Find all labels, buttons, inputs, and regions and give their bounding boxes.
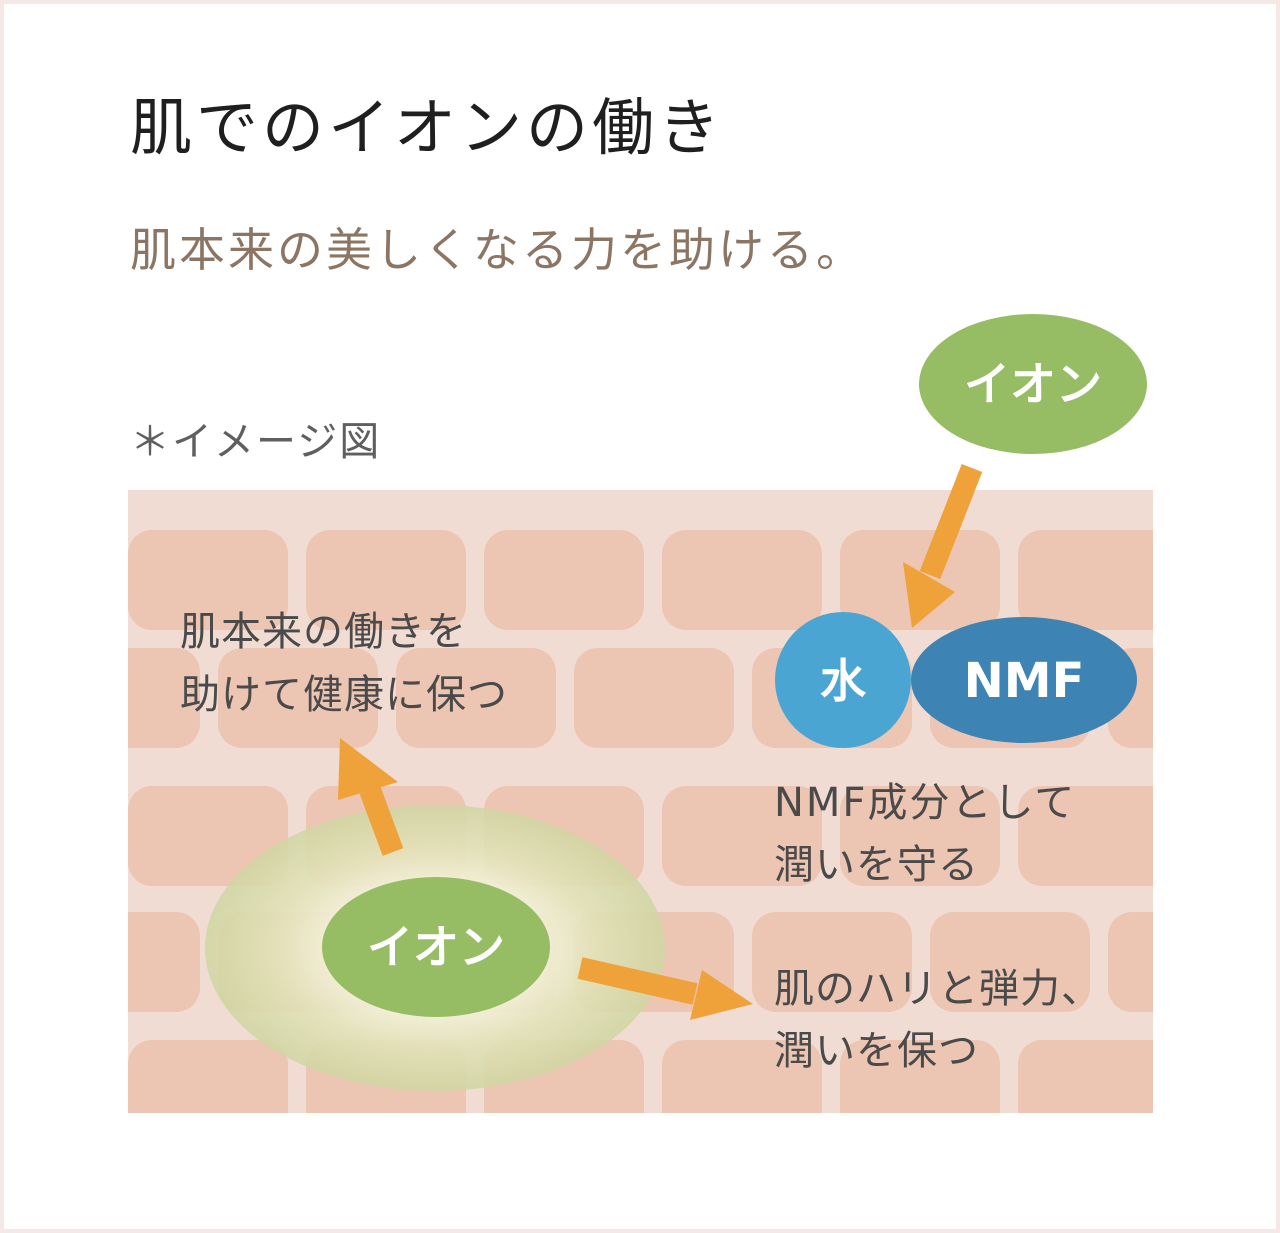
effect-firmness-line2: 潤いを保つ	[774, 1028, 979, 1074]
top-ion-bubble	[919, 314, 1147, 454]
skin-cell	[1018, 786, 1153, 886]
effect-nmf-line2: 潤いを守る	[774, 842, 979, 888]
skin-cell	[574, 648, 734, 748]
arrow-ion-to-nmf-head	[903, 562, 955, 628]
page-title: 肌でのイオンの働き	[130, 91, 725, 164]
skin-cell	[840, 786, 1000, 886]
skin-cell	[396, 648, 556, 748]
center-ion-label: イオン	[367, 920, 505, 974]
effect-health-line2: 助けて健康に保つ	[180, 672, 508, 718]
image-note: ＊イメージ図	[130, 419, 382, 465]
nmf-label: NMF	[964, 653, 1085, 709]
skin-cell	[128, 786, 288, 886]
top-ion-label: イオン	[964, 357, 1102, 411]
skin-cell	[218, 648, 378, 748]
skin-cell	[1018, 1040, 1153, 1113]
skin-cell	[306, 530, 466, 630]
skin-cell	[662, 1040, 822, 1113]
water-bubble	[775, 612, 911, 748]
arrow-ion-to-health-head	[338, 738, 398, 800]
skin-cell	[484, 530, 644, 630]
skin-cell	[840, 1040, 1000, 1113]
skin-cell	[1108, 912, 1153, 1012]
page-subtitle: 肌本来の美しくなる力を助ける。	[130, 223, 865, 277]
nmf-bubble	[911, 617, 1137, 743]
skin-cell	[128, 1040, 288, 1113]
effect-firmness-line1: 肌のハリと弾力、	[774, 966, 1102, 1012]
skin-cell	[128, 648, 200, 748]
skin-cell	[752, 912, 912, 1012]
skin-cell	[662, 786, 822, 886]
skin-cell	[128, 912, 200, 1012]
center-ion-bubble	[322, 877, 550, 1017]
skin-cell	[128, 530, 288, 630]
skin-cell	[662, 530, 822, 630]
water-label: 水	[820, 654, 867, 708]
arrow-ion-to-firmness	[577, 957, 698, 1005]
skin-cell	[1018, 530, 1153, 630]
effect-health-line1: 肌本来の働きを	[180, 609, 467, 655]
arrows	[338, 463, 983, 1020]
arrow-ion-to-firmness-head	[690, 970, 753, 1020]
arrow-ion-to-health	[359, 786, 404, 856]
skin-cell	[930, 912, 1090, 1012]
arrow-ion-to-nmf	[919, 463, 983, 580]
effect-nmf-line1: NMF成分として	[774, 780, 1076, 826]
